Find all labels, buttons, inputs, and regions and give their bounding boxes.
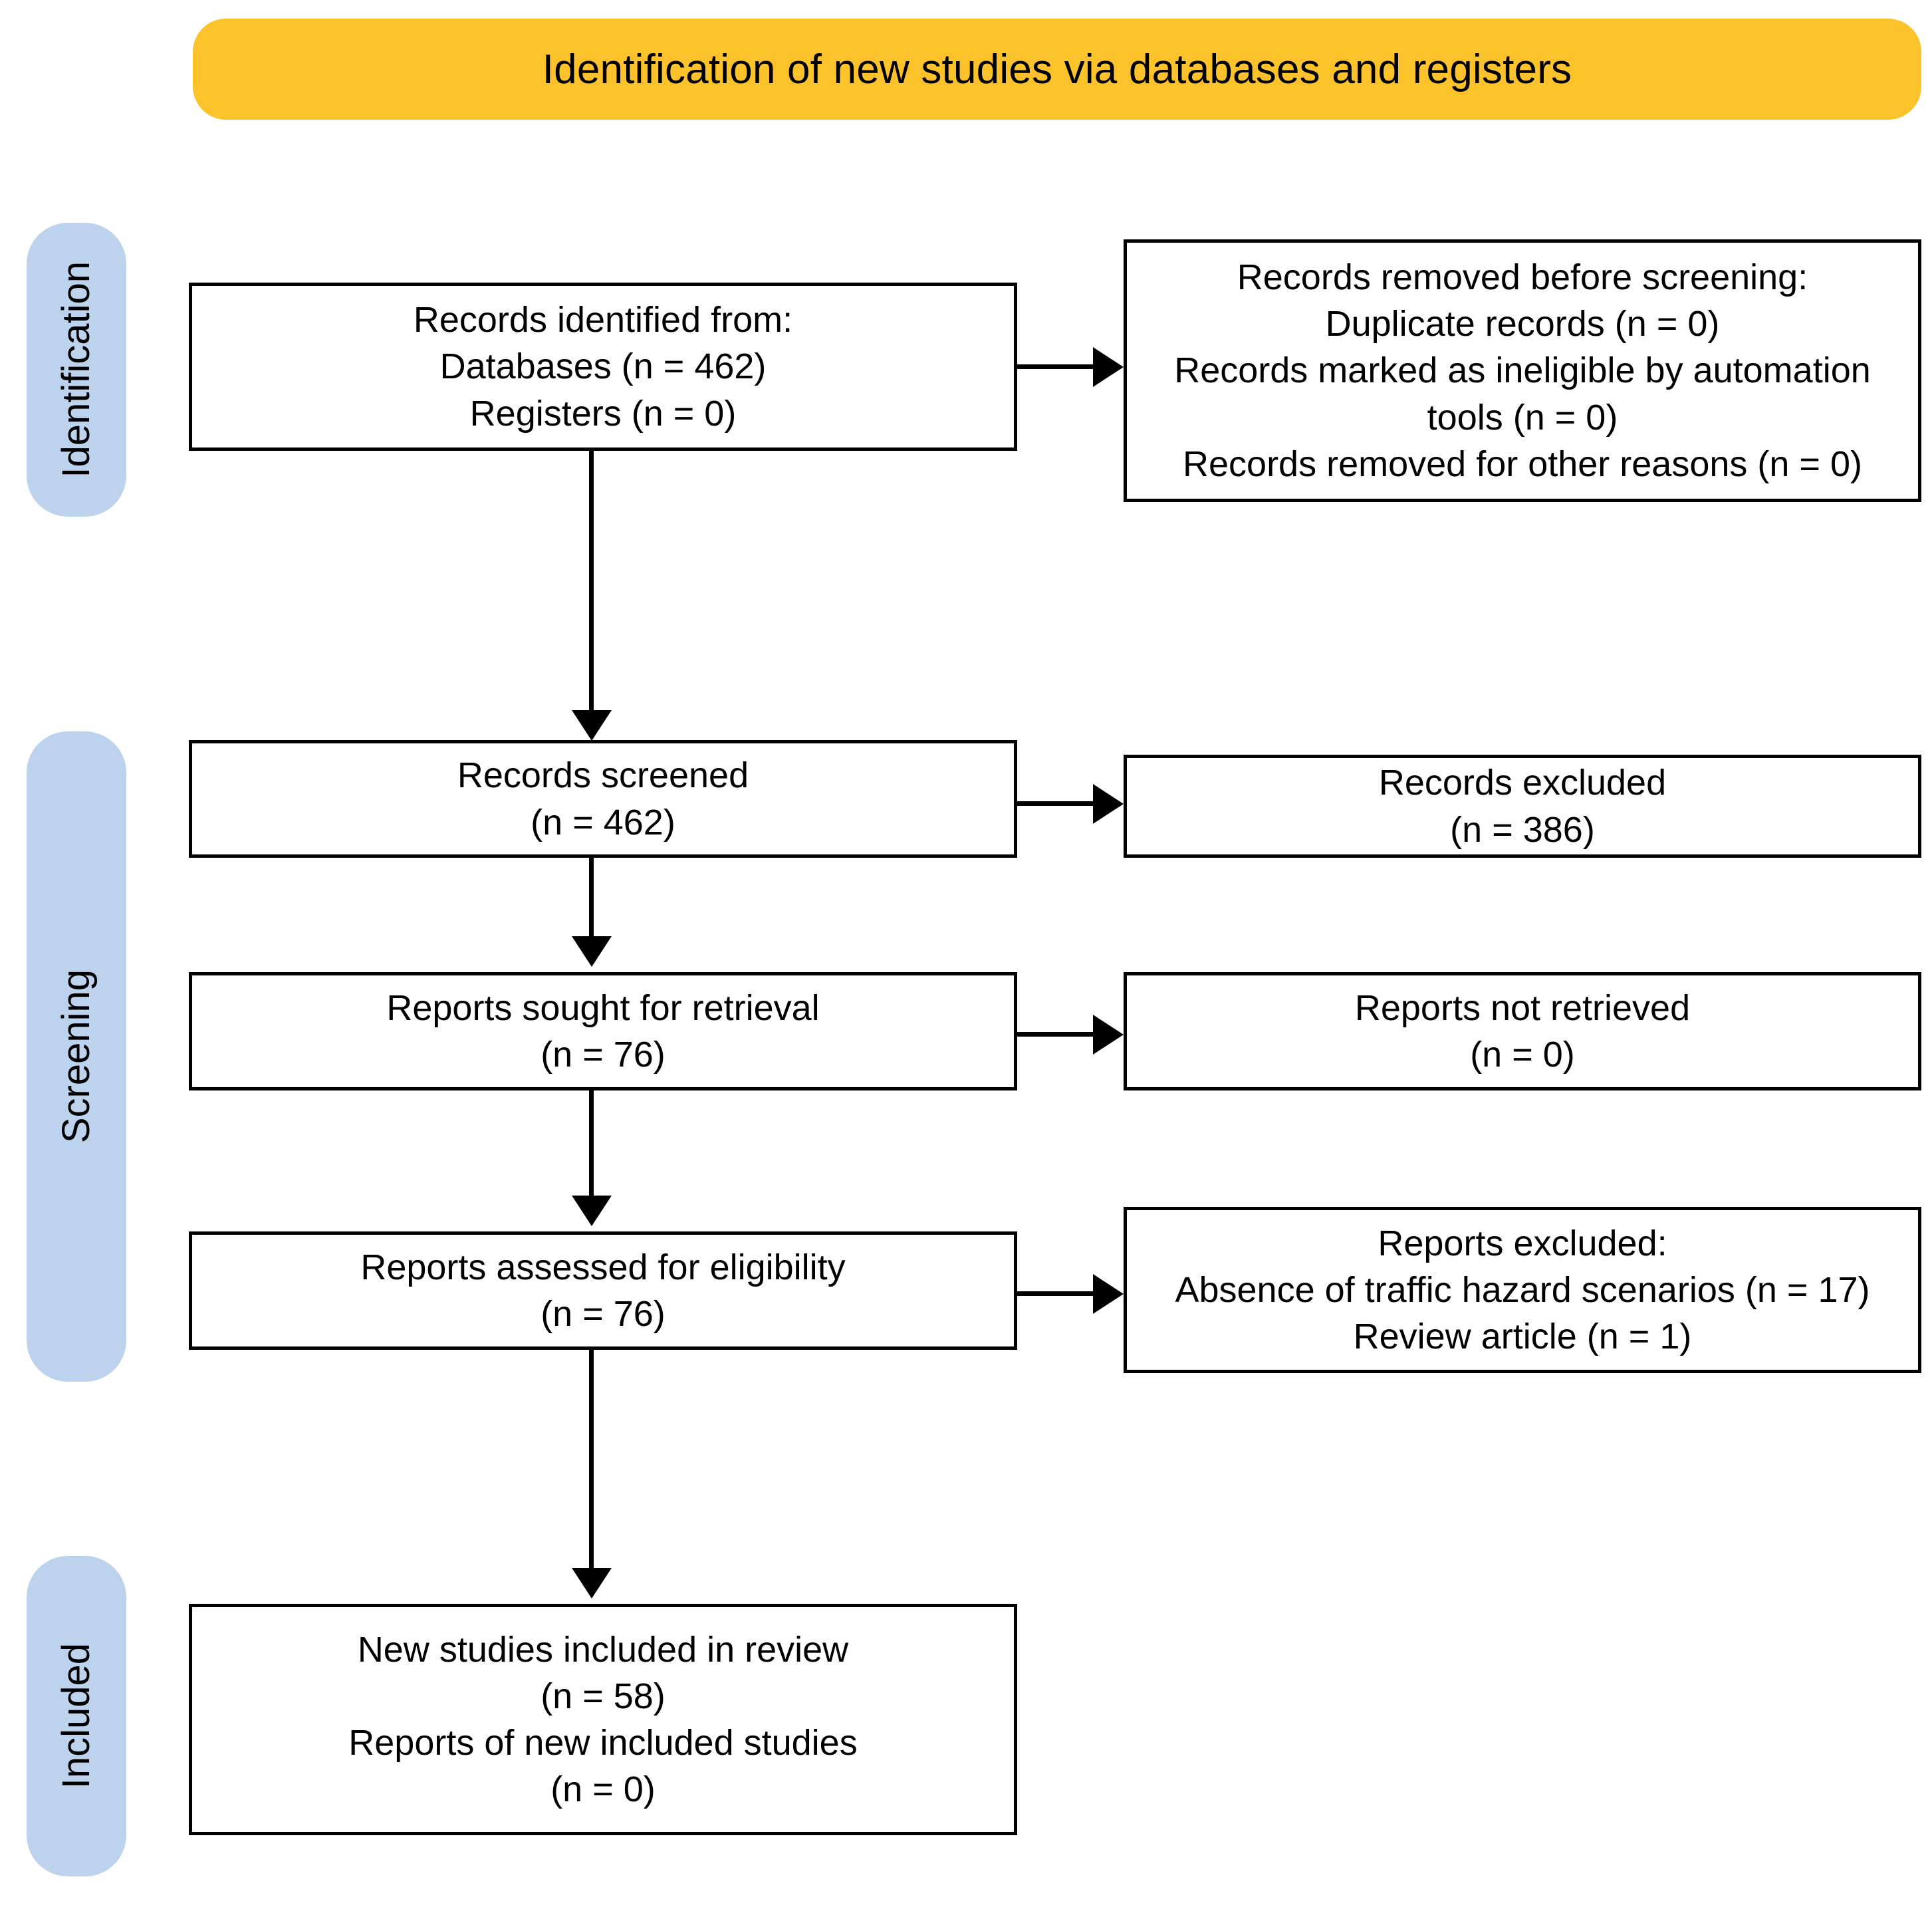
- box-line: Reports sought for retrieval: [386, 987, 820, 1028]
- arrowhead-right-to-excluded: [1093, 784, 1124, 824]
- arrowhead-right-to-reports-excluded: [1093, 1274, 1124, 1314]
- connector-identified-to-screened: [589, 451, 594, 715]
- box-records-screened: Records screened (n = 462): [189, 740, 1017, 858]
- box-line: (n = 0): [1470, 1035, 1575, 1075]
- box-line: Records removed for other reasons (n = 0…: [1183, 444, 1862, 484]
- box-line: Reports not retrieved: [1354, 987, 1691, 1028]
- box-line: (n = 58): [541, 1676, 665, 1716]
- box-line: Records removed before screening:: [1237, 257, 1808, 298]
- arrowhead-down-to-assessed: [572, 1196, 612, 1226]
- arrowhead-down-to-included: [572, 1568, 612, 1598]
- stage-label-screening-text: Screening: [55, 969, 98, 1144]
- box-line: (n = 76): [541, 1035, 665, 1075]
- box-line: Records identified from:: [413, 300, 793, 340]
- stage-label-identification: Identification: [27, 223, 126, 517]
- box-line: (n = 0): [550, 1769, 656, 1810]
- box-line: Reports of new included studies: [348, 1723, 858, 1763]
- diagram-title: Identification of new studies via databa…: [542, 46, 1572, 92]
- box-reports-assessed-for-eligibility: Reports assessed for eligibility (n = 76…: [189, 1231, 1017, 1350]
- connector-sought-to-assessed: [589, 1090, 594, 1201]
- box-line: (n = 462): [531, 802, 675, 842]
- connector-assessed-to-reports-excluded: [1017, 1291, 1097, 1296]
- box-line: Registers (n = 0): [469, 393, 737, 434]
- box-reports-not-retrieved: Reports not retrieved (n = 0): [1124, 972, 1921, 1090]
- diagram-header-banner: Identification of new studies via databa…: [193, 19, 1921, 120]
- box-line: tools (n = 0): [1427, 397, 1618, 438]
- box-line: (n = 76): [541, 1294, 665, 1334]
- arrowhead-right-to-not-retrieved: [1093, 1015, 1124, 1055]
- stage-label-included-text: Included: [55, 1643, 98, 1789]
- box-reports-excluded: Reports excluded: Absence of traffic haz…: [1124, 1207, 1921, 1373]
- box-line: Records screened: [457, 755, 749, 796]
- box-line: Review article (n = 1): [1353, 1317, 1692, 1357]
- connector-screened-to-sought: [589, 858, 594, 942]
- arrowhead-down-to-sought: [572, 936, 612, 967]
- box-reports-sought-for-retrieval: Reports sought for retrieval (n = 76): [189, 972, 1017, 1090]
- arrowhead-down-to-screened: [572, 710, 612, 741]
- box-records-removed-before-screening: Records removed before screening: Duplic…: [1124, 239, 1921, 502]
- stage-label-identification-text: Identification: [55, 261, 98, 478]
- box-line: Records excluded: [1378, 763, 1667, 803]
- box-line: Reports assessed for eligibility: [360, 1247, 846, 1287]
- box-line: Reports excluded:: [1378, 1223, 1667, 1263]
- box-line: New studies included in review: [357, 1629, 849, 1670]
- connector-sought-to-not-retrieved: [1017, 1032, 1097, 1037]
- box-line: (n = 386): [1450, 809, 1595, 850]
- connector-identified-to-removed: [1017, 364, 1097, 369]
- box-records-excluded: Records excluded (n = 386): [1124, 755, 1921, 858]
- connector-assessed-to-included: [589, 1350, 594, 1573]
- box-new-studies-included: New studies included in review (n = 58) …: [189, 1604, 1017, 1835]
- connector-screened-to-excluded: [1017, 801, 1097, 806]
- stage-label-included: Included: [27, 1556, 126, 1876]
- box-records-identified: Records identified from: Databases (n = …: [189, 283, 1017, 451]
- arrowhead-right-to-removed: [1093, 347, 1124, 387]
- box-line: Absence of traffic hazard scenarios (n =…: [1175, 1269, 1870, 1310]
- stage-label-screening: Screening: [27, 731, 126, 1382]
- box-line: Databases (n = 462): [439, 346, 767, 387]
- box-line: Records marked as ineligible by automati…: [1174, 350, 1871, 391]
- box-line: Duplicate records (n = 0): [1325, 304, 1720, 344]
